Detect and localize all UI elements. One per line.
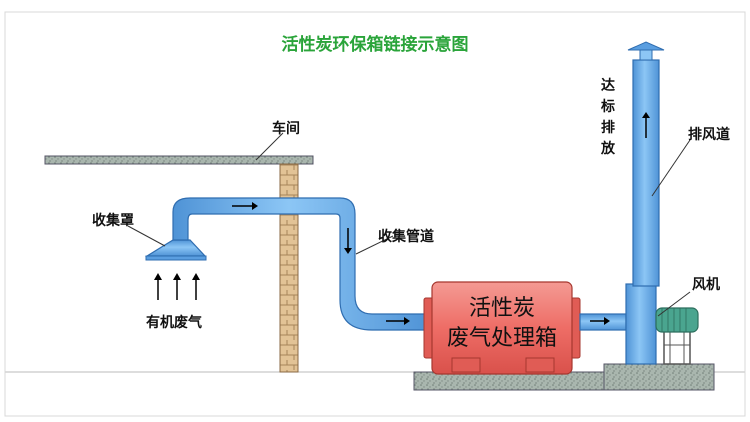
stack-cap [627,41,665,51]
treatment-box [431,281,573,375]
label-workshop: 车间 [272,121,300,137]
fan-foundation [603,363,715,391]
box-leg-right [525,357,555,373]
outer-frame [4,11,746,417]
diagram-title: 活性炭环保箱链接示意图 [281,35,469,55]
duct-segment-1 [172,197,431,331]
label-organic-gas: 有机废气 [146,315,202,331]
fan-motor [655,307,699,333]
label-duct: 收集管道 [378,229,434,245]
leader-workshop [255,132,284,161]
gas-arrows [154,273,200,300]
brick-column [279,163,299,373]
box-label-line2: 废气处理箱 [446,326,557,351]
label-exhaust-pipe: 排风道 [688,127,730,143]
exhaust-stack [632,59,660,287]
outlet-pipe [579,313,627,331]
box-leg-left [451,357,481,373]
hood-rim [145,255,207,261]
ceiling-slab [44,155,314,165]
leader-duct [355,235,394,255]
label-fan: 风机 [692,277,720,293]
box-foundation [413,371,625,391]
leader-exhaust [651,139,691,197]
leader-fan [657,291,691,317]
box-label-line1: 活性炭 [468,296,535,321]
label-hood: 收集罩 [92,213,134,229]
label-emission: 达标排放 [601,78,615,157]
collection-hood-shape [144,239,207,257]
leader-hood [127,225,166,247]
fan-housing [625,283,657,365]
fan-stand [663,329,691,365]
